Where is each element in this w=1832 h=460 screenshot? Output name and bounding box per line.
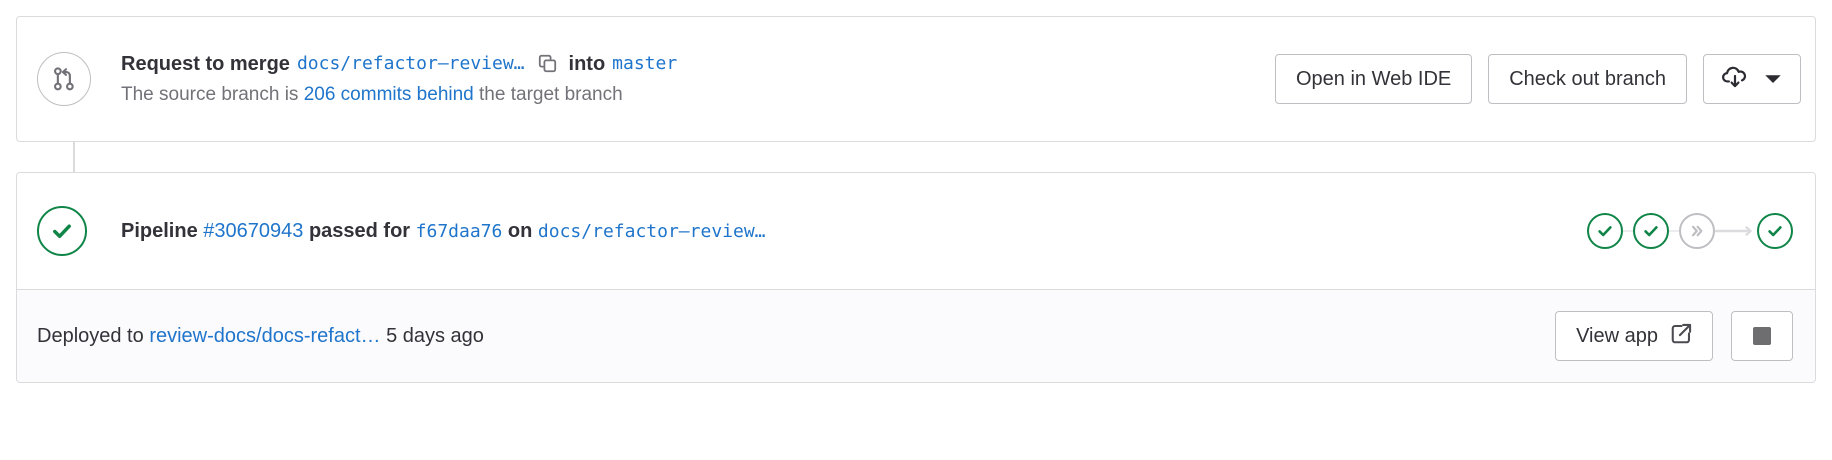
external-link-icon xyxy=(1670,323,1692,349)
commits-behind-link[interactable]: 206 commits behind xyxy=(303,83,474,105)
pipeline-stage-3[interactable] xyxy=(1679,213,1715,249)
pipeline-label: Pipeline xyxy=(121,219,198,242)
merge-header-text: Request to merge docs/refactor–review… i… xyxy=(121,50,1255,109)
open-in-web-ide-button[interactable]: Open in Web IDE xyxy=(1274,54,1473,104)
merge-header-actions: Open in Web IDE Check out branch xyxy=(1274,54,1801,104)
merge-request-widget: Request to merge docs/refactor–review… i… xyxy=(16,16,1816,383)
merge-header-card: Request to merge docs/refactor–review… i… xyxy=(16,16,1816,142)
deployment-prefix: Deployed to xyxy=(37,324,144,347)
merge-subtitle: The source branch is 206 commits behind … xyxy=(121,81,1255,109)
pipeline-on-label: on xyxy=(507,219,533,242)
deployment-timestamp: 5 days ago xyxy=(386,324,484,347)
deployment-text: Deployed to review-docs/docs-refact… 5 d… xyxy=(37,325,1555,348)
deployment-actions: View app xyxy=(1555,311,1793,361)
pipeline-stage-1[interactable] xyxy=(1587,213,1623,249)
pipeline-status-text: Pipeline #30670943 passed for f67daa76 o… xyxy=(121,217,1563,246)
pipeline-stage-4[interactable] xyxy=(1757,213,1793,249)
check-circle-icon xyxy=(37,206,87,256)
pipeline-id-link[interactable]: #30670943 xyxy=(203,219,304,242)
view-app-label: View app xyxy=(1576,325,1658,347)
cloud-download-icon xyxy=(1722,65,1748,93)
download-dropdown-button[interactable] xyxy=(1703,54,1801,104)
source-branch-link[interactable]: docs/refactor–review… xyxy=(296,52,525,74)
merge-title-prefix: Request to merge xyxy=(121,52,290,75)
stage-connector xyxy=(1623,230,1633,232)
merge-subtitle-suffix: the target branch xyxy=(479,83,623,105)
stop-square-icon xyxy=(1753,327,1771,345)
chevron-down-icon xyxy=(1764,69,1782,89)
pipeline-branch-link[interactable]: docs/refactor–review… xyxy=(537,220,766,242)
view-app-button[interactable]: View app xyxy=(1555,311,1713,361)
target-branch-link[interactable]: master xyxy=(612,52,678,74)
stop-environment-button[interactable] xyxy=(1731,311,1793,361)
commit-sha-link[interactable]: f67daa76 xyxy=(415,220,503,242)
copy-to-clipboard-icon[interactable] xyxy=(535,51,561,77)
pipeline-stages xyxy=(1587,213,1793,249)
merge-request-icon xyxy=(37,52,91,106)
pipeline-result: passed for xyxy=(308,219,411,242)
merge-title-line: Request to merge docs/refactor–review… i… xyxy=(121,50,1255,78)
stage-arrow-icon xyxy=(1715,224,1757,238)
pipeline-stage-2[interactable] xyxy=(1633,213,1669,249)
pipeline-card: Pipeline #30670943 passed for f67daa76 o… xyxy=(16,172,1816,383)
deployment-environment-link[interactable]: review-docs/docs-refact… xyxy=(149,324,381,347)
deployment-row: Deployed to review-docs/docs-refact… 5 d… xyxy=(17,289,1815,382)
into-label: into xyxy=(568,52,606,75)
check-out-branch-button[interactable]: Check out branch xyxy=(1488,54,1687,104)
stage-connector xyxy=(1669,230,1679,232)
pipeline-row: Pipeline #30670943 passed for f67daa76 o… xyxy=(17,173,1815,289)
card-connector-line xyxy=(73,142,75,172)
merge-subtitle-prefix: The source branch is xyxy=(121,83,299,105)
